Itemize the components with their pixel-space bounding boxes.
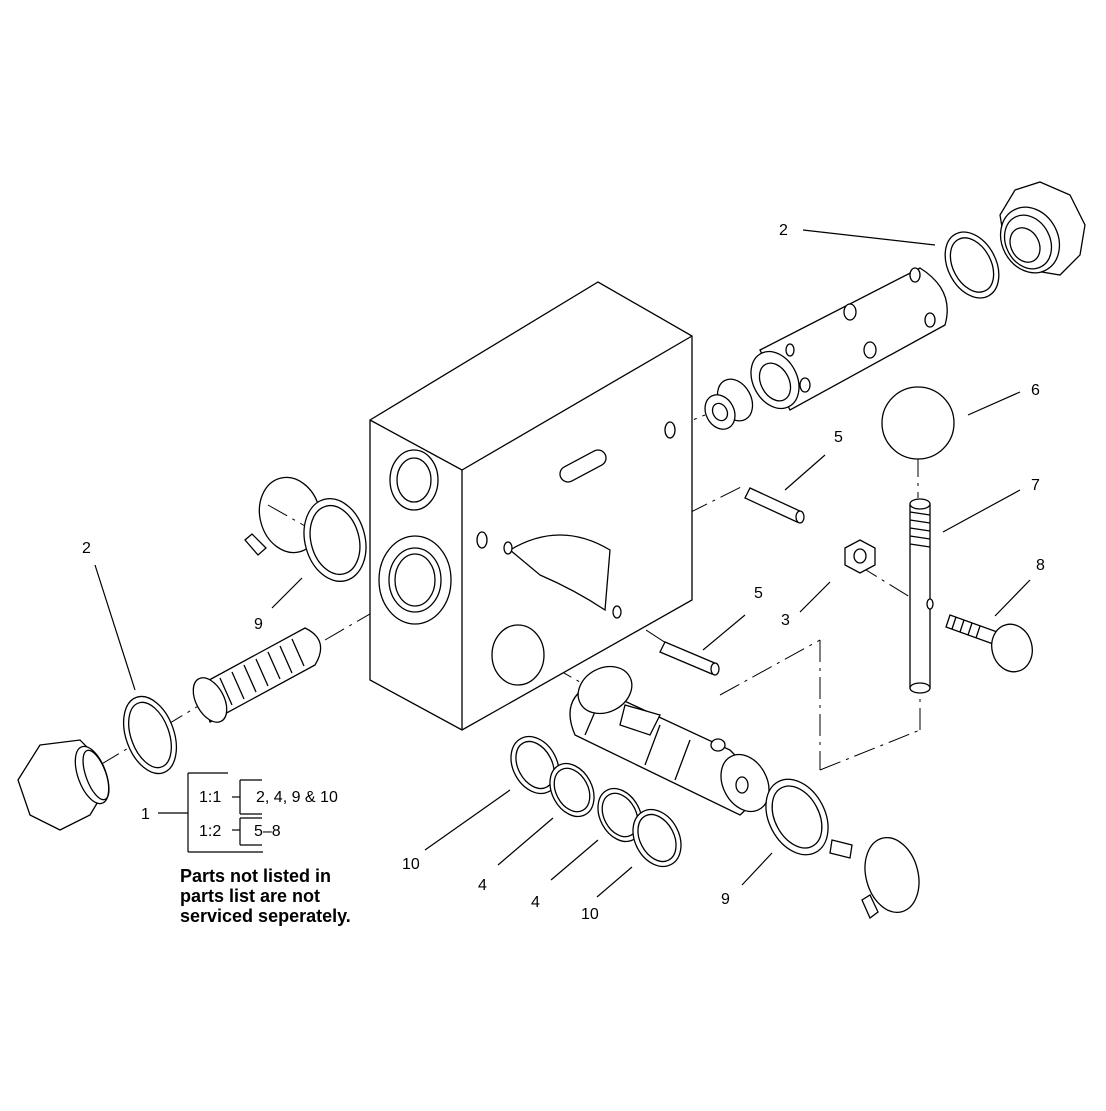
snap-ring-bottom [861, 837, 920, 920]
dowel-pin-lower [659, 641, 720, 676]
note-line-1: Parts not listed in [180, 866, 331, 886]
bore-cutaway [508, 534, 611, 612]
hex-nut [844, 539, 876, 574]
label-5-bottom: 5 [754, 585, 763, 602]
kit-ratio-b: 1:2 [199, 823, 221, 840]
label-4-a: 4 [478, 877, 487, 894]
ball [881, 386, 955, 460]
kit-parts-a: 2, 4, 9 & 10 [256, 789, 338, 806]
leader-lines [94, 229, 1031, 898]
spool-cartridge [569, 665, 770, 816]
front-port [491, 624, 545, 686]
service-note: Parts not listed in parts list are not s… [180, 866, 351, 926]
label-2-left: 2 [82, 540, 91, 557]
kit-ratio-a: 1:1 [199, 789, 221, 806]
lower-port [378, 535, 452, 625]
hex-plug-left [17, 739, 110, 831]
label-3: 3 [781, 612, 790, 629]
o-ring-left [122, 695, 178, 775]
label-1: 1 [141, 806, 150, 823]
spring [192, 627, 322, 723]
label-8: 8 [1036, 557, 1045, 574]
label-5-top: 5 [834, 429, 843, 446]
label-4-b: 4 [531, 894, 540, 911]
label-6: 6 [1031, 382, 1040, 399]
label-9-left: 9 [254, 616, 263, 633]
label-7: 7 [1031, 477, 1040, 494]
label-10-a: 10 [402, 856, 420, 873]
perforated-sleeve [750, 267, 948, 411]
callout-labels: 2 2 3 4 4 5 5 6 7 8 9 9 10 10 1 1:1 2, 4… [82, 222, 1045, 923]
valve-body [369, 281, 693, 731]
label-9-bottom: 9 [721, 891, 730, 908]
o-ring-9-bottom [765, 778, 829, 856]
dowel-pin-upper [744, 487, 805, 524]
label-2-top: 2 [779, 222, 788, 239]
note-line-2: parts list are not [180, 886, 320, 906]
knob-screw [945, 614, 1033, 673]
o-ring-9-left [303, 498, 367, 582]
hex-plug-top-right [999, 181, 1086, 276]
small-set-screw [829, 839, 853, 859]
o-ring-4-b [597, 787, 643, 843]
threaded-pin [909, 498, 934, 694]
o-ring-4-a [549, 762, 595, 818]
seal-ring-10-a [510, 735, 560, 795]
small-plug [704, 378, 754, 430]
kit-tree [158, 772, 263, 853]
kit-parts-b: 5–8 [254, 823, 281, 840]
note-line-3: serviced seperately. [180, 906, 351, 926]
label-10-b: 10 [581, 906, 599, 923]
o-ring-top-right [944, 231, 1000, 299]
slot [559, 449, 607, 483]
seal-ring-10-b [632, 808, 682, 868]
